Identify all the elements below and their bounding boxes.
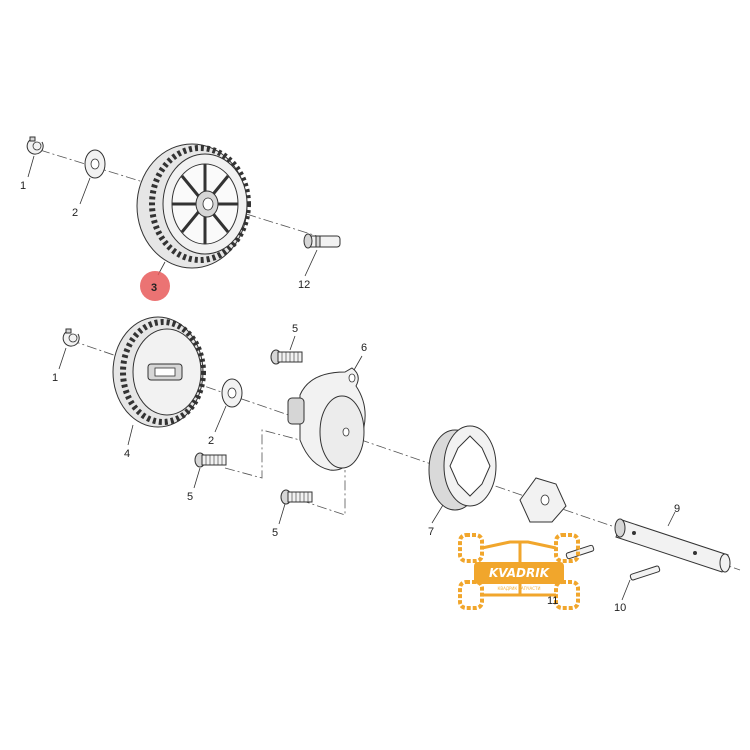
watermark-sub: КВАДРИК ЗАПЧАСТИ (498, 586, 541, 591)
leader-4 (127, 424, 134, 446)
bolt-path-lines (224, 429, 346, 516)
leader-5b (193, 467, 201, 489)
bolt-b (194, 452, 227, 468)
drive-pin-10 (629, 565, 661, 581)
label-1-bottom: 1 (52, 372, 58, 384)
circlip-top (26, 136, 44, 155)
label-12: 12 (298, 279, 310, 291)
label-7: 7 (428, 526, 434, 538)
label-5b: 5 (187, 491, 193, 503)
leader-6 (353, 355, 363, 371)
pump-shaft (614, 518, 731, 573)
label-11: 11 (547, 595, 558, 607)
washer-top (84, 149, 106, 179)
kvadrik-watermark: KVADRIK КВАДРИК ЗАПЧАСТИ (458, 533, 580, 610)
gear-shaft-pin (303, 233, 341, 249)
inner-rotor (519, 477, 567, 523)
label-6: 6 (361, 342, 367, 354)
drive-gear (112, 316, 206, 428)
label-4: 4 (124, 448, 130, 460)
washer-bottom (221, 378, 243, 408)
leader-7 (431, 504, 444, 524)
large-gear (136, 143, 251, 269)
bolt-a (270, 349, 303, 365)
label-2-bottom: 2 (208, 435, 214, 447)
label-1-top: 1 (20, 180, 26, 192)
leader-1-top (27, 155, 35, 178)
leader-9 (667, 511, 676, 527)
label-3[interactable]: 3 (151, 282, 157, 294)
watermark-name: KVADRIK (489, 566, 551, 580)
pump-housing (287, 367, 366, 471)
leader-10 (621, 579, 631, 601)
part-3-highlight[interactable] (140, 271, 170, 301)
label-5c: 5 (272, 527, 278, 539)
leader-2-bottom (214, 405, 227, 433)
leader-1-bottom (58, 347, 67, 370)
leader-5a (289, 335, 296, 351)
label-5a: 5 (292, 323, 298, 335)
leader-12 (304, 249, 318, 277)
leader-5c (278, 503, 286, 525)
circlip-bottom (62, 328, 80, 347)
label-2-top: 2 (72, 207, 78, 219)
label-10: 10 (614, 602, 626, 614)
outer-rotor (428, 425, 497, 511)
label-9: 9 (674, 503, 680, 515)
bolt-c (280, 489, 313, 505)
leader-2-top (79, 177, 91, 205)
